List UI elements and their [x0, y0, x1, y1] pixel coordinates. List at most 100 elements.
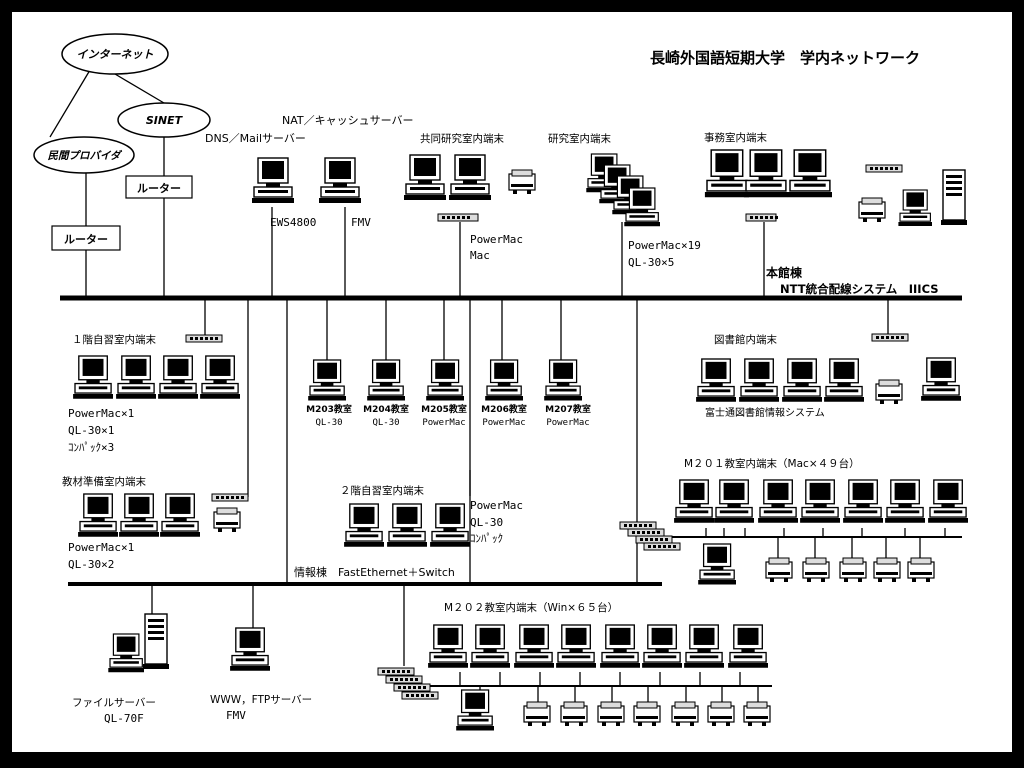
library-pc-1 [696, 358, 736, 402]
m202-pc-3 [514, 624, 554, 668]
library-pc-3 [782, 358, 822, 402]
kyozai-label: 教材準備室内端末 [62, 475, 146, 488]
sinet-label: SINET [146, 114, 184, 127]
kyozai-l2: QL-30×2 [68, 558, 114, 571]
fileserver-model: QL-70F [104, 712, 144, 725]
network-diagram: 長崎外国語短期大学 学内ネットワーク インターネット SINET 民間プロバイダ… [33, 33, 968, 731]
kenkyu-pc-4 [624, 187, 660, 227]
diagram-title: 長崎外国語短期大学 学内ネットワーク [650, 49, 920, 67]
m205-sub: PowerMac [422, 418, 465, 428]
fileserver-label: ファイルサーバー [72, 697, 156, 709]
dns-label: DNS／Mailサーバー [205, 132, 306, 145]
jimu-pc-2 [743, 149, 788, 198]
m207-label: M207教室 [545, 403, 591, 415]
jishu1-l3: ｺﾝﾊﾟｯｸ×3 [68, 441, 114, 454]
nat-server-pc [319, 157, 361, 203]
m201-hub-4 [643, 542, 681, 551]
jishu2-pc-1 [344, 503, 384, 547]
m201-pc-5 [843, 479, 883, 523]
m206-label: M206教室 [481, 403, 527, 415]
provider-label: 民間プロバイダ [47, 149, 123, 162]
library-pc-4 [824, 358, 864, 402]
m202-printer-2 [560, 701, 588, 726]
jishu2-l1: PowerMac [470, 499, 523, 512]
m204-sub: QL-30 [372, 418, 399, 428]
jimu-pc-3 [787, 149, 832, 198]
m202-pc-8 [728, 624, 768, 668]
kyozai-l1: PowerMac×1 [68, 541, 134, 554]
library-hub [871, 333, 909, 342]
m206-sub: PowerMac [482, 418, 525, 428]
library-printer [875, 379, 903, 404]
m201-printer-1 [765, 557, 793, 582]
kyodo-pc-1 [404, 154, 446, 200]
m202-hub-4 [401, 691, 439, 700]
router-provider-label: ルーター [64, 233, 108, 246]
m201-printer-2 [802, 557, 830, 582]
jishu1-label: １階自習室内端末 [72, 333, 156, 346]
kyodo-hub [437, 213, 479, 222]
jimu-pc-4 [898, 189, 932, 226]
m201-teacher-pc [698, 543, 736, 585]
classroom-pc-5 [544, 359, 582, 401]
router-provider [51, 225, 121, 251]
ews-label: EWS4800 [270, 216, 316, 229]
internet-cloud [61, 33, 169, 75]
m202-printer-5 [671, 701, 699, 726]
m201-pc-6 [885, 479, 925, 523]
jimu-hub [745, 213, 778, 222]
kyozai-hub [211, 493, 249, 502]
m201-pc-2 [714, 479, 754, 523]
kyodo-pc-2 [449, 154, 491, 200]
m202-pc-6 [642, 624, 682, 668]
m201-printer-4 [873, 557, 901, 582]
jimu-pc-1 [704, 149, 749, 198]
m202-hub-1 [377, 667, 415, 676]
jishu1-pc-2 [116, 355, 156, 399]
m201-hub-2 [627, 528, 665, 537]
m202-printer-7 [743, 701, 771, 726]
m202-pc-4 [556, 624, 596, 668]
router-sinet-label: ルーター [137, 182, 181, 195]
m202-printer-4 [633, 701, 661, 726]
provider-cloud [33, 136, 135, 174]
fmv-label: FMV [351, 216, 371, 229]
m202-pc-7 [684, 624, 724, 668]
kyozai-printer [213, 507, 241, 532]
fileserver-tower [143, 613, 169, 669]
router-sinet [125, 175, 193, 199]
jimu-label: 事務室内端末 [704, 131, 767, 144]
m202-hub-3 [393, 683, 431, 692]
m202-label: M２０２教室内端末（Win×６５台） [444, 601, 618, 614]
m203-sub: QL-30 [315, 418, 342, 428]
m202-printer-1 [523, 701, 551, 726]
m202-pc-2 [470, 624, 510, 668]
kenkyu-ql: QL-30×5 [628, 256, 674, 269]
classroom-pc-4 [485, 359, 523, 401]
jishu1-pc-1 [73, 355, 113, 399]
jishu1-l2: QL-30×1 [68, 424, 114, 437]
classroom-pc-2 [367, 359, 405, 401]
m205-label: M205教室 [421, 403, 467, 415]
jishu2-label: ２階自習室内端末 [340, 484, 424, 497]
m201-pc-3 [758, 479, 798, 523]
classroom-pc-1 [308, 359, 346, 401]
m201-printer-5 [907, 557, 935, 582]
kyodo-pm: PowerMac [470, 233, 523, 246]
toshokan-label: 図書館内端末 [714, 333, 777, 346]
jishu1-pc-3 [158, 355, 198, 399]
m201-hub-3 [635, 535, 673, 544]
jishu2-pc-3 [430, 503, 470, 547]
dns-server-pc [252, 157, 294, 203]
fujitsu-label: 富士通図書館情報システム [705, 406, 825, 419]
m207-sub: PowerMac [546, 418, 589, 428]
cable [114, 73, 165, 104]
m202-pc-5 [600, 624, 640, 668]
www-server-pc [230, 627, 270, 671]
kyozai-pc-2 [119, 493, 159, 537]
m202-printer-6 [707, 701, 735, 726]
kyodo-printer [508, 169, 536, 194]
jishu2-l2: QL-30 [470, 516, 503, 529]
www-label: WWW，FTPサーバー [210, 694, 312, 706]
m203-label: M203教室 [306, 403, 352, 415]
